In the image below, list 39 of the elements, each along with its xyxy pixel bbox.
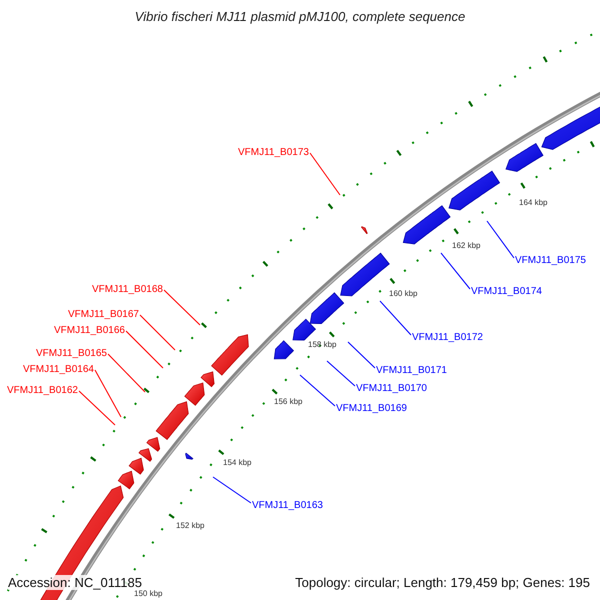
leader-line: [348, 342, 376, 368]
gene-label: VFMJ11_B0170: [356, 383, 427, 395]
scale-label: 150 kbp: [134, 589, 162, 599]
leader-line: [300, 374, 336, 406]
scale-label: 162 kbp: [452, 241, 480, 251]
leader-line: [486, 220, 514, 258]
gene-label: VFMJ11_B0167: [68, 309, 139, 321]
leader-line: [94, 370, 122, 418]
gene-label: VFMJ11_B0174: [471, 286, 542, 298]
gene-label: VFMJ11_B0163: [252, 500, 323, 512]
leader-line: [440, 252, 470, 290]
scale-label: 164 kbp: [519, 198, 548, 208]
map-title: Vibrio fischeri MJ11 plasmid pMJ100, complete sequence: [134, 9, 466, 24]
leader-line: [164, 290, 200, 326]
gene-label: VFMJ11_B0172: [412, 332, 483, 344]
gene-label: VFMJ11_B0166: [54, 325, 125, 337]
leader-line: [140, 314, 176, 350]
leader-line: [380, 300, 412, 336]
gene-label: VFMJ11_B0164: [23, 364, 94, 376]
leader-line: [108, 354, 146, 392]
leader-line: [326, 360, 356, 386]
leader-line: [212, 476, 252, 504]
gene-label: VFMJ11_B0165: [36, 348, 107, 360]
scale-label: 152 kbp: [176, 521, 204, 531]
footer-text: Accession: NC_011185: [8, 575, 142, 590]
scale-label: 158 kbp: [308, 340, 336, 350]
leader-line: [78, 390, 116, 426]
leader-line: [126, 330, 164, 368]
gene-label: VFMJ11_B0168: [92, 284, 163, 296]
leader-line: [310, 152, 340, 196]
gene-label: VFMJ11_B0162: [7, 385, 78, 397]
footer-text: Topology: circular; Length: 179,459 bp; Genes: 195: [295, 575, 590, 590]
gene-label: VFMJ11_B0171: [376, 365, 447, 377]
gene-label: VFMJ11_B0175: [515, 255, 586, 267]
gene-label: VFMJ11_B0173: [238, 147, 309, 159]
scale-label: 156 kbp: [274, 397, 302, 407]
scale-label: 154 kbp: [223, 458, 252, 468]
gene-label: VFMJ11_B0169: [336, 403, 407, 415]
scale-label: 160 kbp: [389, 289, 418, 299]
